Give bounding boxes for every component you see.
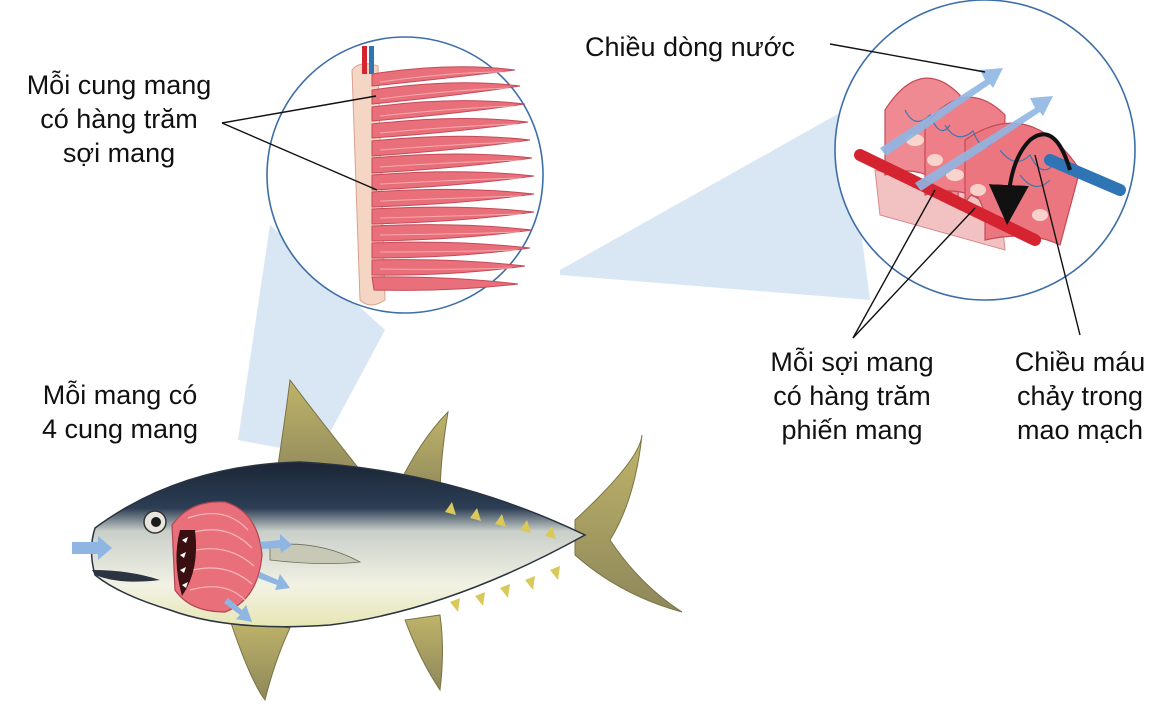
gill-arch-zoom [266,36,544,314]
arch-callout-cone [238,225,385,455]
label-blood-flow-line2: chảy trong [1016,381,1144,411]
label-four-arches-line2: 4 cung mang [41,414,199,444]
label-gill-arch-line1: Mỗi cung mang [26,70,212,100]
label-blood-flow: Chiều máu chảy trong mao mạch [990,345,1169,447]
tuna-fish [72,378,683,702]
label-blood-flow-line3: mao mạch [1016,415,1144,445]
label-filament-line1: Mỗi sợi mang [770,347,934,377]
label-filament-line3: phiến mang [781,415,923,445]
label-gill-arch-line2: có hàng trăm [40,104,198,134]
label-water-flow: Chiều dòng nước [585,30,795,64]
label-water-flow-text: Chiều dòng nước [585,32,795,62]
label-filament-line2: có hàng trăm [773,381,931,411]
label-four-arches-line1: Mỗi mang có [42,380,198,410]
leader-lines [221,43,1081,339]
label-four-arches: Mỗi mang có 4 cung mang [20,378,220,446]
label-blood-flow-line1: Chiều máu [1014,347,1146,377]
label-gill-arch: Mỗi cung mang có hàng trăm sợi mang [14,68,224,170]
label-filament: Mỗi sợi mang có hàng trăm phiến mang [752,345,952,447]
label-gill-arch-line3: sợi mang [62,138,176,168]
filament-callout-cone [560,110,870,300]
gill-filament-zoom [834,0,1136,301]
